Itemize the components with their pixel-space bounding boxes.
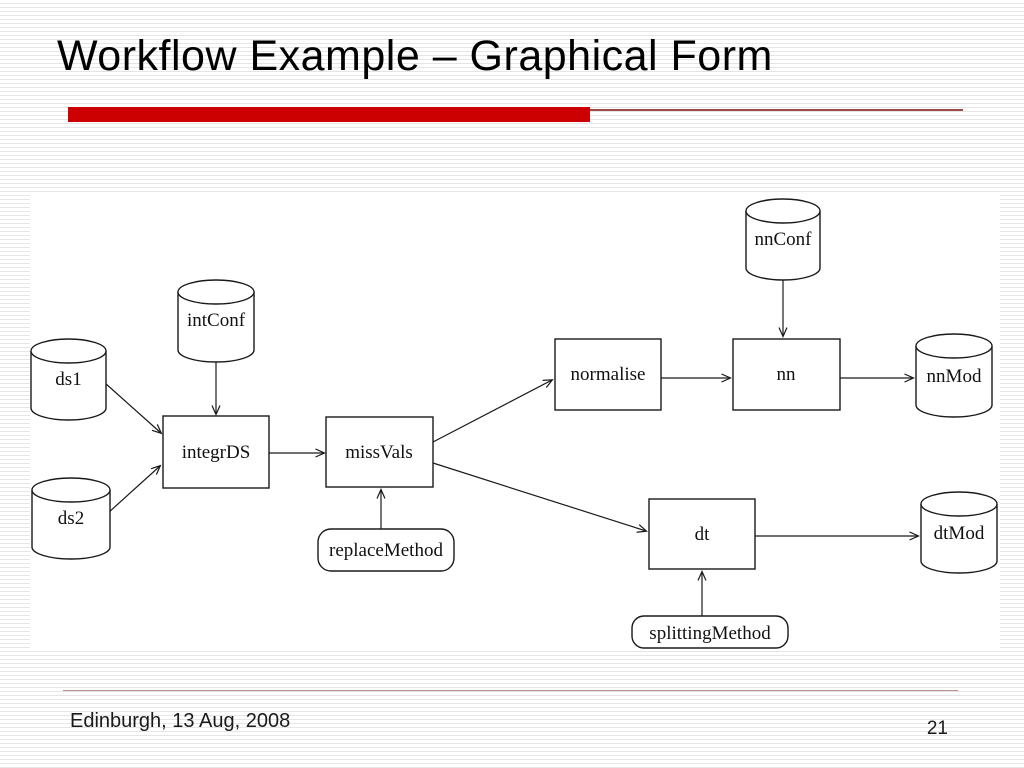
- node-normalise-label: normalise: [571, 364, 646, 385]
- cylinder-top: [920, 491, 998, 517]
- edge-missvals-to-normalise: [432, 380, 552, 443]
- workflow-diagram: ds1 ds2 intConf nnConf nnMod dtMod: [30, 193, 1000, 650]
- node-dtmod-label: dtMod: [934, 523, 985, 544]
- node-replacemethod-label: replaceMethod: [329, 540, 443, 561]
- node-normalise: normalise: [554, 338, 662, 411]
- node-ds1-label: ds1: [55, 369, 81, 390]
- cylinder-top: [745, 198, 821, 224]
- node-intconf-label: intConf: [187, 310, 246, 331]
- process-box: [732, 338, 841, 411]
- cylinder-body: [920, 504, 998, 574]
- node-integrds-label: integrDS: [182, 442, 251, 463]
- cylinder-body: [915, 346, 993, 418]
- diagram-edges: [104, 280, 918, 616]
- process-box: [325, 416, 434, 488]
- node-integrds: integrDS: [162, 415, 270, 489]
- process-box: [162, 415, 270, 489]
- node-dt-label: dt: [695, 524, 711, 545]
- title-underline-bar: [68, 107, 590, 122]
- cylinder-body: [745, 211, 821, 281]
- node-nnconf-label: nnConf: [755, 229, 813, 250]
- node-missvals: missVals: [325, 416, 434, 488]
- process-box: [554, 338, 662, 411]
- edge-missvals-to-dt: [432, 462, 646, 531]
- node-ds1: ds1: [30, 338, 107, 421]
- cylinder-body: [30, 351, 107, 421]
- edge-ds1-to-integrds: [104, 382, 161, 433]
- node-replacemethod: replaceMethod: [317, 528, 455, 572]
- node-splittingmethod-label: splittingMethod: [649, 623, 771, 644]
- node-dtmod: dtMod: [920, 491, 998, 574]
- parameter-box: [631, 615, 789, 649]
- node-nnconf: nnConf: [745, 198, 821, 281]
- footer-divider: [63, 690, 958, 691]
- parameter-box: [317, 528, 455, 572]
- cylinder-top: [30, 338, 107, 364]
- node-splittingmethod: splittingMethod: [631, 615, 789, 649]
- process-box: [648, 498, 756, 570]
- cylinder-body: [177, 292, 255, 363]
- edge-ds2-to-integrds: [107, 466, 160, 514]
- footer-date: Edinburgh, 13 Aug, 2008: [70, 710, 291, 732]
- node-dt: dt: [648, 498, 756, 570]
- node-ds2-label: ds2: [58, 508, 84, 529]
- page-number: 21: [926, 718, 948, 739]
- cylinder-top: [915, 333, 993, 359]
- cylinder-top: [177, 279, 255, 305]
- node-nn: nn: [732, 338, 841, 411]
- cylinder-body: [31, 490, 111, 560]
- node-nnmod: nnMod: [915, 333, 993, 418]
- node-ds2: ds2: [31, 477, 111, 560]
- node-missvals-label: missVals: [345, 442, 413, 463]
- slide-title: Workflow Example – Graphical Form: [57, 32, 773, 80]
- cylinder-top: [31, 477, 111, 503]
- node-nn-label: nn: [777, 364, 797, 385]
- node-nnmod-label: nnMod: [927, 366, 982, 387]
- node-intconf: intConf: [177, 279, 255, 363]
